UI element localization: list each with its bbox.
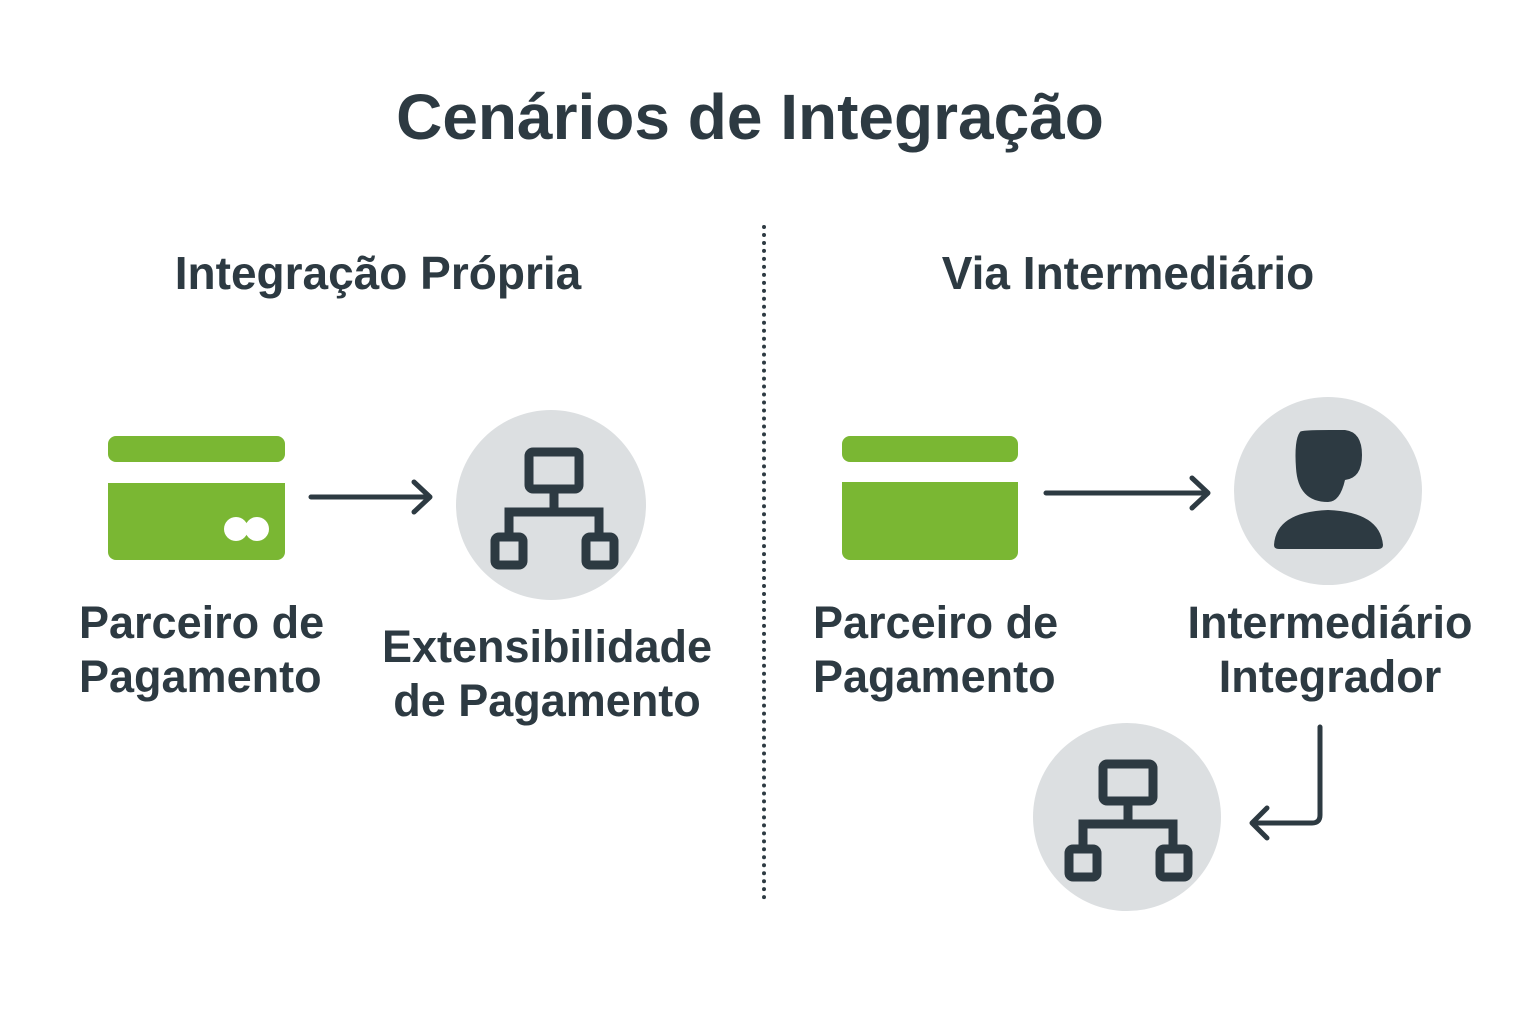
node-label-payment-partner: Parceiro de Pagamento: [79, 596, 324, 704]
label-line: Pagamento: [813, 651, 1056, 702]
arrow-right-icon: [1043, 475, 1211, 511]
credit-card-icon: [842, 436, 1018, 560]
elbow-arrow-icon: [1249, 724, 1323, 841]
network-hierarchy-icon: [456, 410, 646, 600]
label-line: Extensibilidade: [381, 621, 713, 672]
node-label-payment-partner: Parceiro de Pagamento: [813, 596, 1058, 704]
label-line: de Pagamento: [393, 675, 701, 726]
network-hierarchy-icon: [1033, 723, 1221, 911]
label-line: Parceiro de: [813, 597, 1059, 648]
label-line: Parceiro de: [79, 597, 325, 648]
right-heading: Via Intermediário: [941, 247, 1315, 299]
node-label-integrator-intermediary: Intermediário Integrador: [1130, 596, 1530, 704]
left-heading: Integração Própria: [174, 247, 582, 299]
label-line: Pagamento: [79, 651, 322, 702]
label-line: Intermediário: [1187, 597, 1473, 648]
section-divider: [762, 225, 766, 900]
node-label-payment-extensibility: Extensibilidade de Pagamento: [347, 620, 747, 728]
person-icon: [1234, 397, 1422, 585]
label-line: Integrador: [1218, 651, 1442, 702]
arrow-right-icon: [308, 479, 433, 515]
page-title: Cenários de Integração: [396, 81, 1104, 153]
credit-card-icon: [108, 436, 285, 560]
